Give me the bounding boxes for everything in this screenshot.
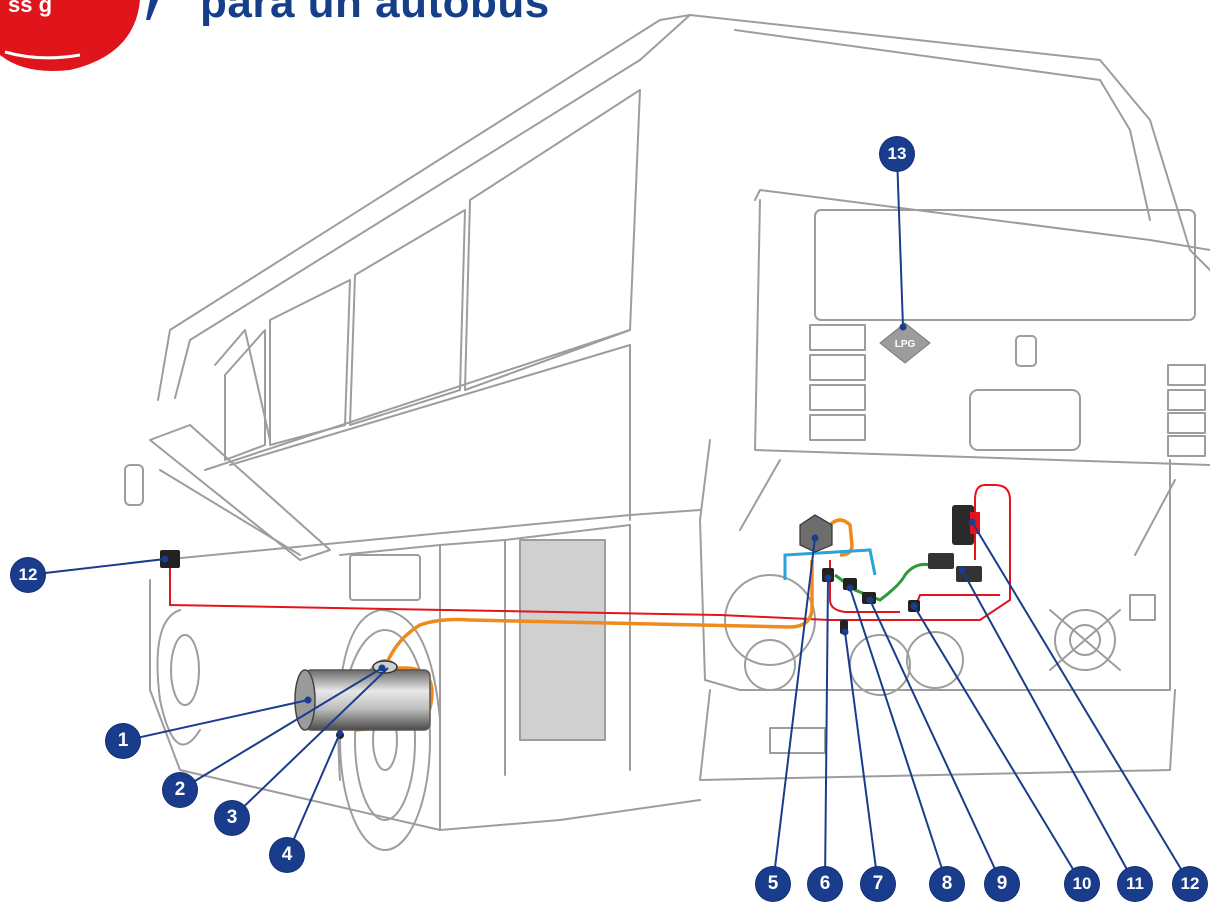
callout-5: 5	[756, 867, 790, 901]
callout-9: 9	[985, 867, 1019, 901]
blue-pipe	[783, 548, 877, 580]
callout-7: 7	[861, 867, 895, 901]
callout-10: 10	[1065, 867, 1099, 901]
callout-8: 8	[930, 867, 964, 901]
page-title: para un autobus	[200, 0, 550, 27]
callout-1: 1	[106, 724, 140, 758]
green-pipe	[834, 563, 931, 602]
callout-13: 13	[880, 137, 914, 171]
callout-12-engine: 12	[1173, 867, 1207, 901]
lpg-plate: LPG	[879, 322, 931, 364]
leader-dots	[161, 323, 976, 736]
lpg-plate-label: LPG	[895, 339, 916, 350]
logo-text: ss g	[8, 0, 52, 17]
callout-3: 3	[215, 801, 249, 835]
callout-6: 6	[808, 867, 842, 901]
brand-logo: ss g	[0, 0, 158, 71]
callout-4: 4	[270, 838, 304, 872]
callout-11: 11	[1118, 867, 1152, 901]
callout-12-side: 12	[11, 558, 45, 592]
callout-2: 2	[163, 773, 197, 807]
leader-lines	[27, 154, 1191, 885]
lpg-tank	[294, 660, 431, 739]
